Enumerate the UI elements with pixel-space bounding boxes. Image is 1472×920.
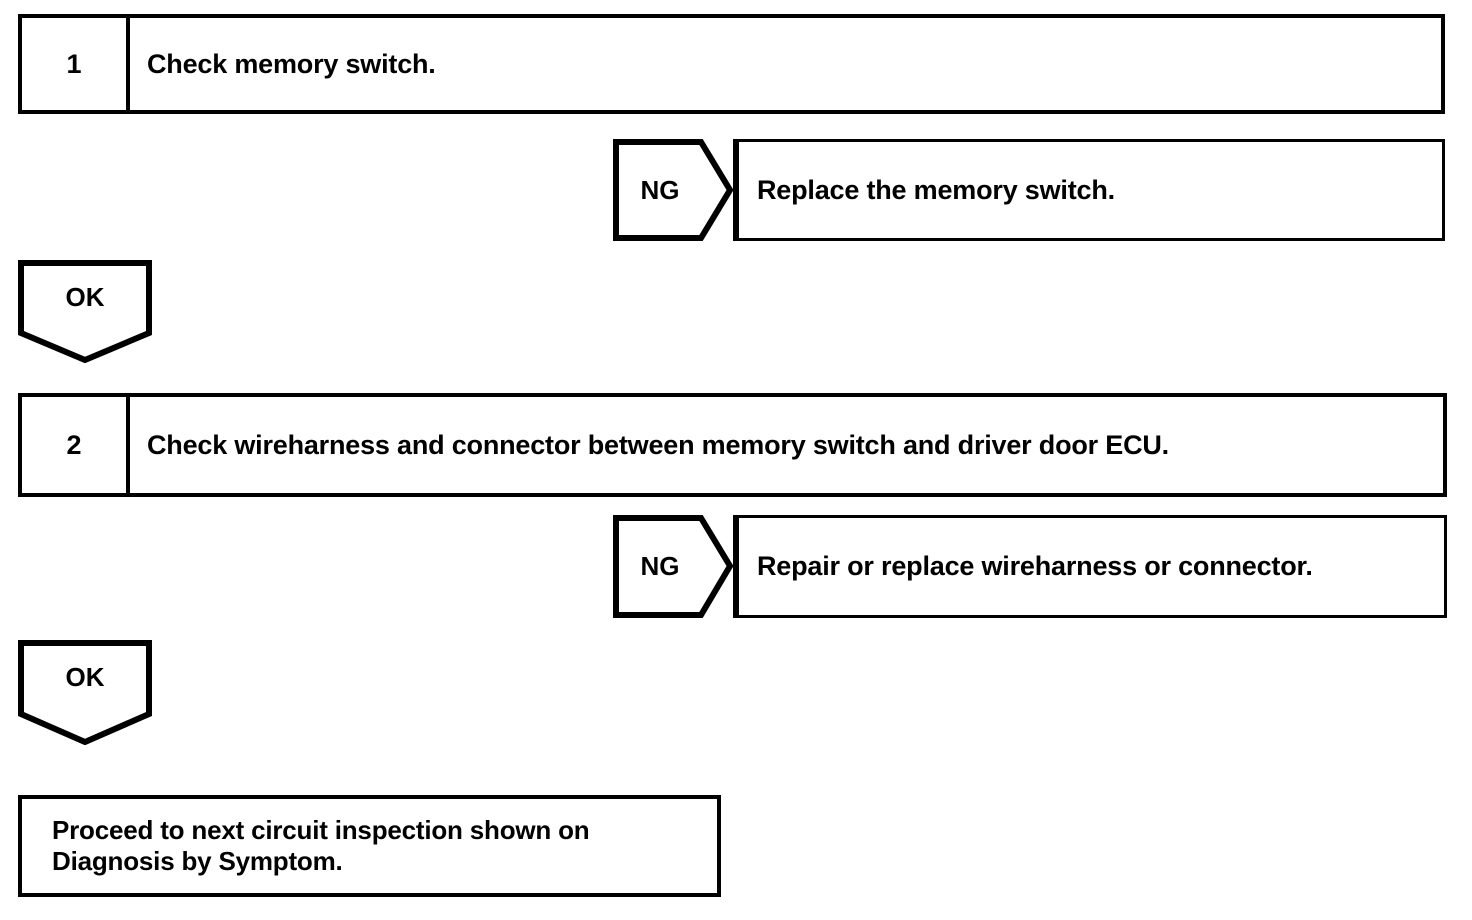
step-1-box: 1 Check memory switch. <box>18 14 1445 114</box>
step-1-ng-branch: NG Replace the memory switch. <box>613 139 1445 241</box>
step-2-number: 2 <box>22 397 130 493</box>
step-1-instruction: Check memory switch. <box>147 48 436 79</box>
final-line-1: Proceed to next circuit inspection shown… <box>52 815 590 845</box>
step-1-number: 1 <box>22 18 130 110</box>
ng-pentagon-icon <box>613 515 733 618</box>
ok-pentagon-icon <box>18 640 152 745</box>
ok-pentagon-icon <box>18 260 152 363</box>
step-1-ok-tag: OK <box>18 260 152 363</box>
step-2-ok-tag: OK <box>18 640 152 745</box>
step-1-ng-label: NG <box>640 174 680 205</box>
final-line-2: Diagnosis by Symptom. <box>52 845 343 876</box>
step-2-ng-branch: NG Repair or replace wireharness or conn… <box>613 515 1447 618</box>
ng-pentagon-icon <box>613 139 733 241</box>
step-2-ng-result: Repair or replace wireharness or connect… <box>733 515 1447 618</box>
step-2-instruction: Check wireharness and connector between … <box>147 429 1169 460</box>
step-1-ng-tag: NG <box>613 139 733 241</box>
step-2-ng-label: NG <box>640 551 680 581</box>
step-2-box: 2 Check wireharness and connector betwee… <box>18 393 1447 497</box>
step-2-ng-tag: NG <box>613 515 733 618</box>
step-2-ok-label: OK <box>65 662 105 692</box>
step-1-ng-result: Replace the memory switch. <box>733 139 1445 241</box>
step-1-ok-label: OK <box>65 282 105 312</box>
final-outcome-box: Proceed to next circuit inspection shown… <box>18 795 721 897</box>
